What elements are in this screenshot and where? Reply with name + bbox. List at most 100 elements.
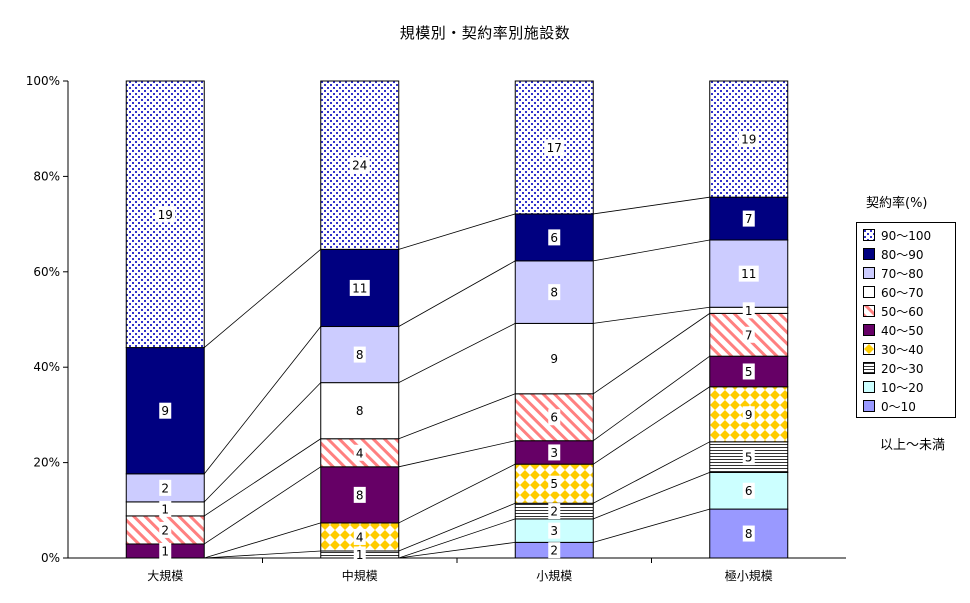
data-label-text: 11: [352, 281, 367, 295]
data-label-bg: [353, 444, 366, 461]
legend-item: 80～90: [863, 245, 924, 263]
series-line: [204, 550, 321, 559]
data-label-text: 17: [547, 141, 562, 155]
data-label: 6: [742, 482, 755, 499]
data-label: 1: [353, 546, 366, 563]
series-line: [398, 502, 516, 552]
bar-segment: [709, 312, 789, 357]
data-label-text: 3: [550, 524, 558, 538]
data-label-bg: [742, 302, 755, 319]
data-label-bg: [353, 528, 366, 545]
data-label: 6: [548, 409, 561, 426]
legend-title: 契約率(%): [866, 196, 928, 211]
data-label-text: 2: [161, 481, 169, 495]
data-label: 9: [159, 402, 172, 419]
data-label-bg: [159, 500, 172, 517]
legend-item: 60～70: [863, 283, 924, 301]
data-label-bg: [159, 521, 172, 538]
series-line: [398, 463, 516, 524]
series-line: [398, 213, 516, 250]
legend-item: 10～20: [863, 378, 924, 396]
legend-item: 30～40: [863, 340, 924, 358]
legend-item: 0～10: [863, 397, 916, 415]
data-label-text: 4: [356, 446, 364, 460]
legend-item: 70～80: [863, 264, 924, 282]
series-line: [203, 382, 322, 503]
data-label-text: 2: [161, 523, 169, 537]
data-label-text: 8: [745, 527, 753, 541]
data-label-text: 5: [745, 451, 753, 465]
data-label: 1: [742, 302, 755, 319]
bar-segment: [709, 471, 789, 510]
series-line: [398, 260, 516, 327]
data-label-bg: [742, 326, 755, 343]
data-label-bg: [155, 206, 176, 223]
data-label: 4: [353, 444, 366, 461]
data-label-bg: [548, 444, 561, 461]
data-label-text: 8: [550, 286, 558, 300]
data-label: 3: [548, 522, 561, 539]
data-label: 8: [353, 486, 366, 503]
data-label: 19: [738, 131, 759, 148]
data-label-bg: [742, 525, 755, 542]
series-line: [593, 239, 710, 262]
data-label-text: 11: [741, 267, 756, 281]
legend-swatch: [863, 305, 875, 317]
data-label-text: 6: [550, 411, 558, 425]
data-label: 2: [548, 503, 561, 520]
data-label: 7: [742, 210, 755, 227]
data-label: 2: [548, 542, 561, 559]
y-tick-label: 100%: [26, 74, 60, 88]
data-label: 3: [548, 444, 561, 461]
data-label-bg: [738, 131, 759, 148]
series-line: [203, 249, 322, 348]
data-label-bg: [742, 363, 755, 380]
x-category-label: 中規模: [342, 568, 378, 583]
data-label-text: 3: [550, 446, 558, 460]
data-label: 1: [159, 542, 172, 559]
data-label: 5: [548, 475, 561, 492]
data-label-bg: [548, 409, 561, 426]
data-label-bg: [742, 482, 755, 499]
data-label: 5: [742, 363, 755, 380]
legend-note: 以上～未満: [880, 438, 946, 453]
data-label-text: 8: [356, 404, 364, 418]
data-label: 8: [353, 346, 366, 363]
data-label-bg: [548, 350, 561, 367]
series-line: [593, 355, 710, 442]
data-label: 1: [159, 500, 172, 517]
series-line: [593, 306, 710, 324]
series-line: [593, 472, 710, 520]
data-label: 19: [155, 206, 176, 223]
legend-item: 50～60: [863, 302, 924, 320]
data-label-text: 1: [745, 304, 753, 318]
y-tick-label: 80%: [33, 169, 60, 183]
data-label-bg: [353, 402, 366, 419]
series-line: [398, 440, 516, 468]
series-line: [398, 323, 516, 383]
chart-title: 規模別・契約率別施設数: [399, 24, 571, 42]
legend-label: 40～50: [881, 323, 924, 338]
data-label-bg: [742, 449, 755, 466]
series-line: [593, 313, 710, 395]
legend-label: 70～80: [881, 266, 924, 281]
legend-swatch: [863, 267, 875, 279]
legend-label: 20～30: [881, 361, 924, 376]
data-label-bg: [159, 479, 172, 496]
data-label-bg: [742, 406, 755, 423]
data-label: 4: [353, 528, 366, 545]
y-tick-label: 0%: [41, 551, 60, 565]
series-line: [593, 386, 710, 465]
data-label-text: 2: [550, 505, 558, 519]
data-label-text: 1: [356, 548, 364, 562]
data-label: 8: [742, 525, 755, 542]
data-label: 5: [742, 449, 755, 466]
x-category-label: 大規模: [147, 568, 183, 583]
data-label-bg: [548, 542, 561, 559]
data-label: 7: [742, 326, 755, 343]
legend-label: 60～70: [881, 285, 924, 300]
series-line: [398, 541, 516, 559]
legend-swatch: [863, 248, 875, 260]
data-label: 2: [159, 479, 172, 496]
data-label-bg: [349, 279, 370, 296]
